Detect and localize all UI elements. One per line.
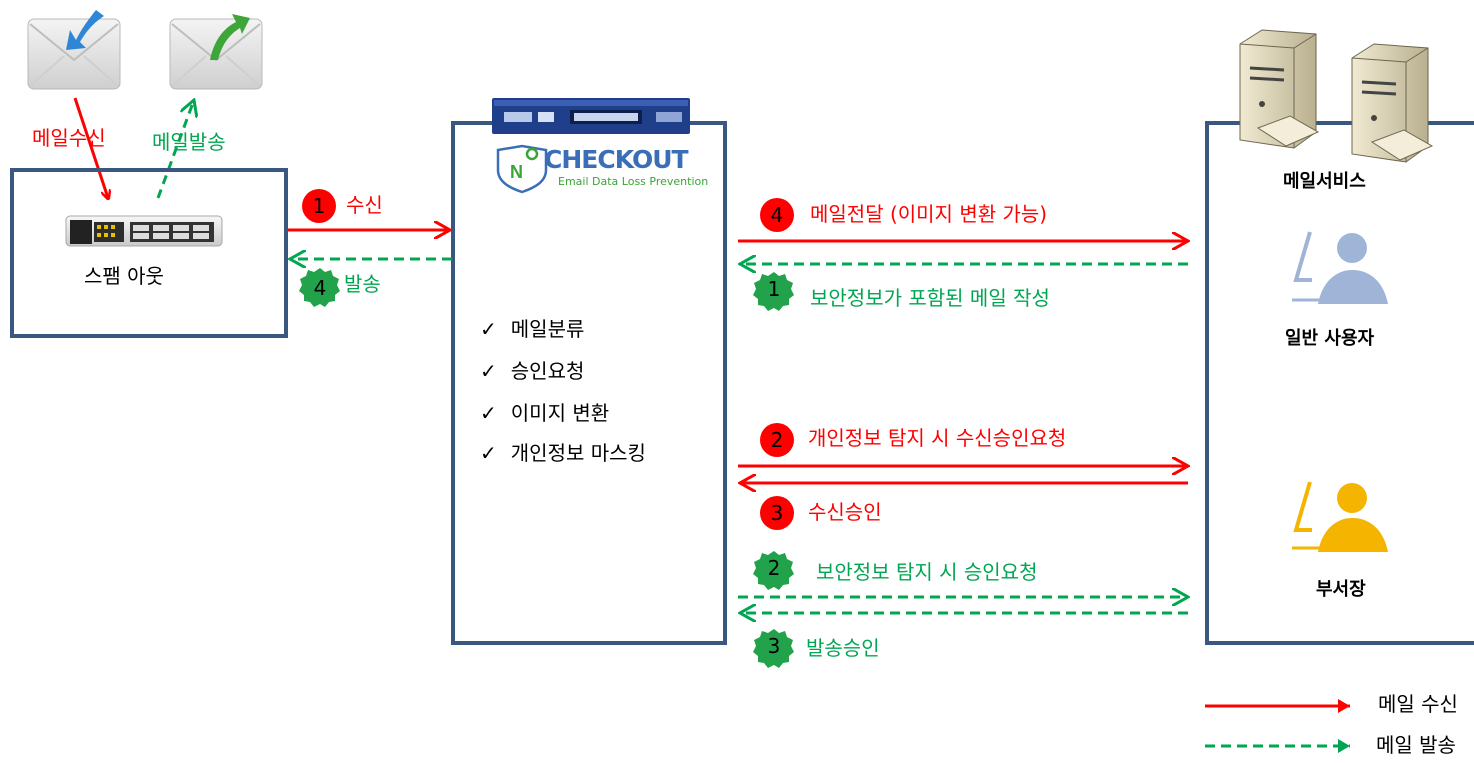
checkout-brand-name: CHECKOUT [544,145,689,174]
check-icon: ✓ [480,317,497,341]
flow-receive-approval-label: 수신승인 [808,500,882,524]
general-user-label: 일반 사용자 [1285,328,1375,349]
legend-receive-label: 메일 수신 [1378,692,1458,716]
mail-server-icon-2 [1351,43,1434,163]
step-badge-deliver [760,198,794,232]
manager-icon [1292,481,1388,552]
send-mail-label: 메일발송 [152,130,226,154]
step-number: 3 [770,501,784,525]
mail-server-icon [1239,29,1320,149]
spam-appliance-icon [65,215,223,247]
check-icon: ✓ [480,441,497,465]
checkout-logo-icon: N [496,144,548,194]
check-icon: ✓ [480,359,497,383]
receive-mail-icon [27,10,121,90]
flow-receive-label: 수신 [346,193,383,217]
feature-item: ✓이미지 변환 [480,401,610,425]
mail-service-box [1205,121,1474,645]
feature-item: ✓메일분류 [480,317,585,341]
check-icon: ✓ [480,401,497,425]
step-number: 1 [312,194,326,218]
spam-out-title: 스팸 아웃 [84,264,164,288]
step-number: 1 [767,277,781,301]
checkout-appliance-icon [492,98,690,134]
step-badge-privacy-request [760,423,794,457]
general-user-icon [1292,231,1388,304]
svg-text:N: N [510,162,523,182]
feature-item: ✓승인요청 [480,359,585,383]
receive-mail-label: 메일수신 [32,126,106,150]
step-number: 4 [313,276,327,300]
spam-out-box [10,168,288,338]
send-mail-icon [169,14,263,90]
flow-send-approval-label: 발송승인 [806,636,880,660]
manager-label: 부서장 [1316,579,1366,600]
flow-compose-label: 보안정보가 포함된 메일 작성 [810,286,1050,310]
step-number: 3 [767,634,781,658]
flow-deliver-label: 메일전달 (이미지 변환 가능) [810,202,1048,226]
receive-down-arrow [73,97,108,198]
flow-send-label: 발송 [344,272,381,296]
checkout-brand-sub: Email Data Loss Prevention [558,175,709,188]
legend-send-label: 메일 발송 [1376,733,1456,757]
step-number: 2 [767,556,781,580]
step-badge-compose [753,272,794,311]
send-up-arrow [156,100,194,199]
step-badge-send-approval [753,629,794,668]
mail-service-title: 메일서비스 [1283,171,1366,192]
step-badge-receive-approval [760,496,794,530]
flow-privacy-request-label: 개인정보 탐지 시 수신승인요청 [808,426,1067,450]
step-badge-receive [302,189,336,223]
step-badge-send [299,268,340,307]
flow-security-request-label: 보안정보 탐지 시 승인요청 [816,560,1038,584]
step-badge-security-request [753,551,794,590]
step-number: 4 [770,203,784,227]
step-number: 2 [770,428,784,452]
feature-item: ✓개인정보 마스킹 [480,441,646,465]
